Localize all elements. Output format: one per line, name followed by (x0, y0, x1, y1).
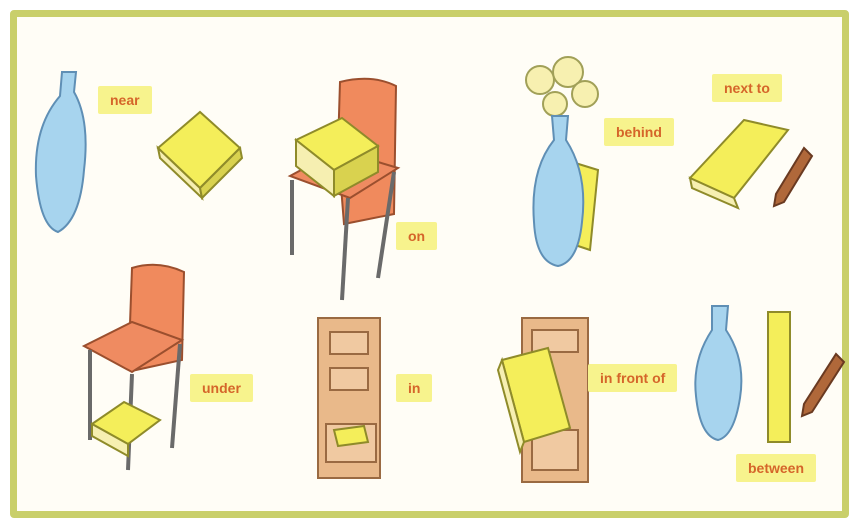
label-next-to: next to (712, 74, 782, 102)
book-icon (690, 120, 788, 208)
cabinet-icon (318, 318, 380, 478)
label-behind: behind (604, 118, 674, 146)
book-icon (92, 402, 160, 456)
label-on: on (396, 222, 437, 250)
vase-icon (36, 72, 86, 232)
label-between: between (736, 454, 816, 482)
book-icon (334, 426, 368, 446)
book-icon (768, 312, 790, 442)
vase-icon (533, 116, 583, 266)
label-in-front-of: in front of (588, 364, 677, 392)
label-in: in (396, 374, 432, 402)
pencil-icon (802, 354, 844, 416)
label-under: under (190, 374, 253, 402)
book-icon (158, 112, 242, 198)
label-near: near (98, 86, 152, 114)
vase-icon (695, 306, 741, 440)
flowers-icon (526, 57, 598, 116)
pencil-icon (774, 148, 812, 206)
